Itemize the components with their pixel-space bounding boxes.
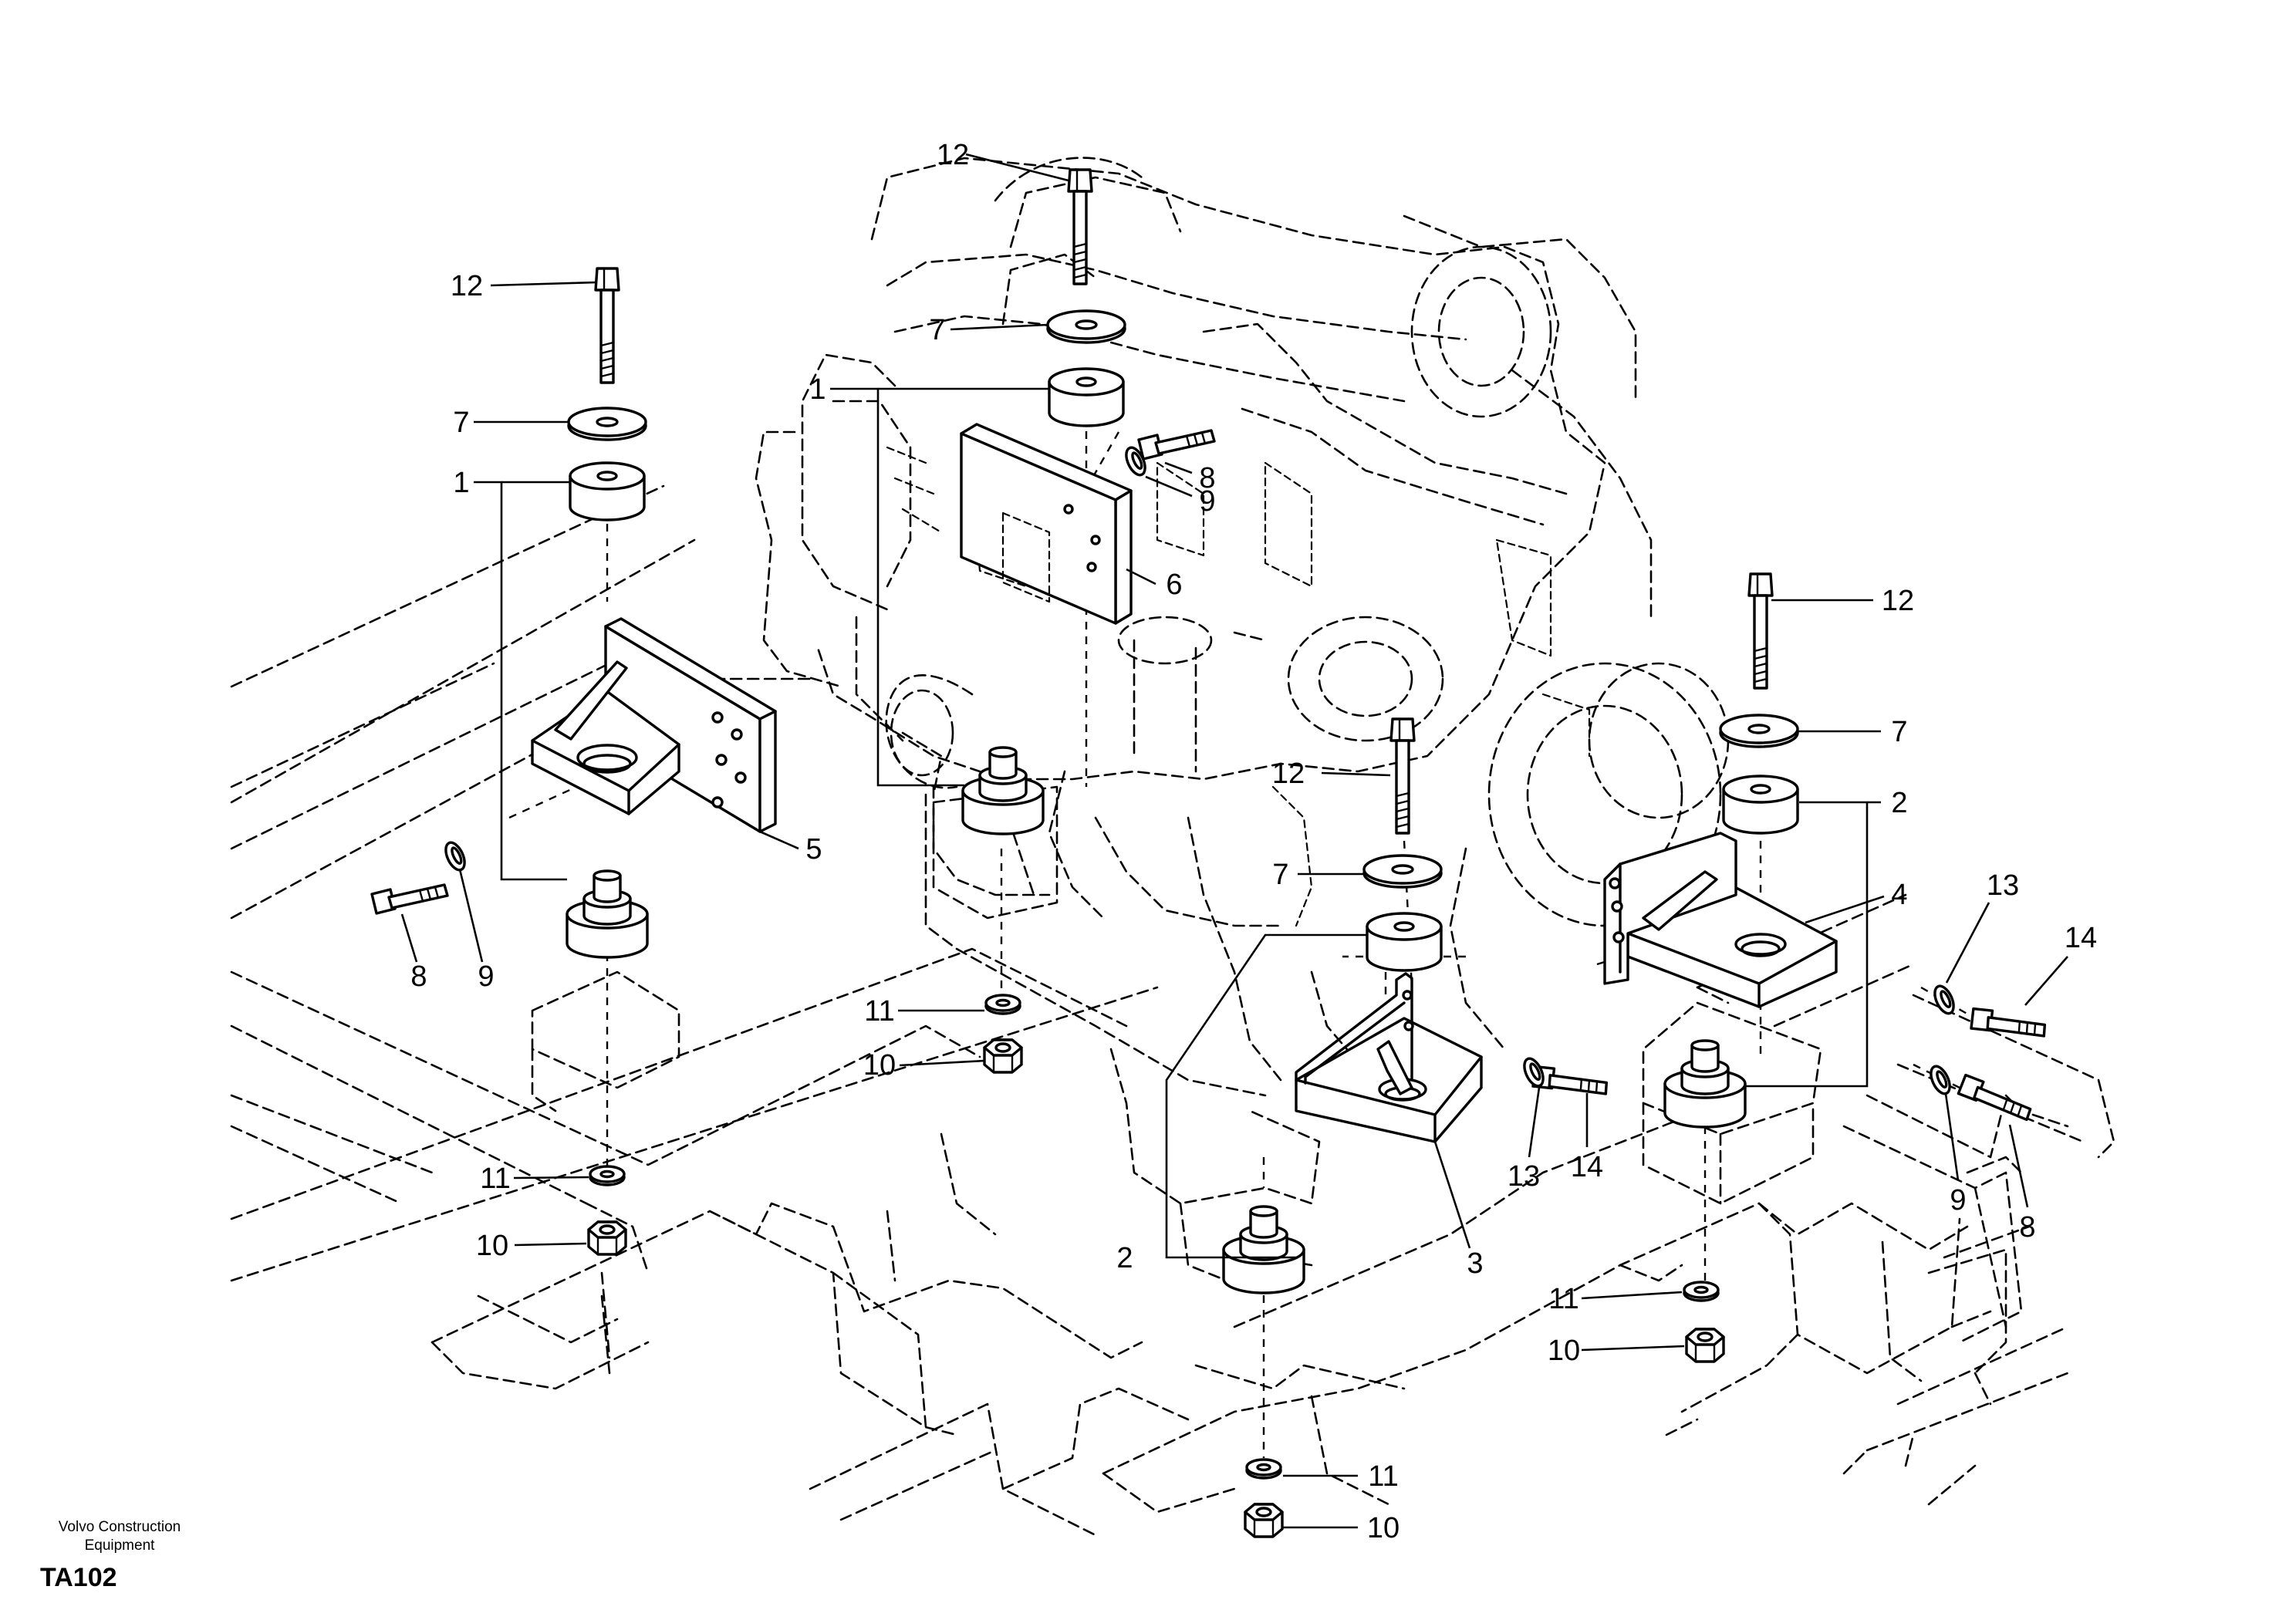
part-lockring-9-right (1926, 1061, 1955, 1099)
callout-9-left: 9 (478, 960, 494, 993)
part-washer-11-left (589, 1165, 626, 1186)
part-bushing-1-center (1366, 912, 1443, 972)
callout-10-center: 10 (863, 1049, 896, 1082)
engine-outline (755, 157, 1730, 1097)
callout-12-left: 12 (451, 270, 483, 302)
callout-12-top: 12 (937, 139, 969, 171)
brand-label: Volvo Construction Equipment (31, 1518, 208, 1555)
brand-line-1: Volvo Construction (58, 1519, 181, 1535)
part-bracket-5 (531, 617, 777, 833)
part-mount-2-left (566, 869, 649, 959)
part-bolt-12-top (1067, 168, 1093, 285)
callout-6: 6 (1166, 569, 1182, 601)
part-washer-7-center (1362, 854, 1443, 889)
leader-lines (400, 153, 2068, 1529)
part-bolt-8-top (1137, 429, 1216, 461)
callout-2-center: 2 (1116, 1242, 1133, 1274)
part-mount-2-center (1222, 1205, 1305, 1294)
callout-5: 5 (805, 833, 822, 866)
part-bushing-1-top (1048, 367, 1125, 427)
part-washer-7-right (1719, 714, 1799, 748)
part-bolt-12-center (1389, 717, 1416, 835)
part-bolt-8-left (370, 883, 449, 915)
part-mount-2-right (1663, 1039, 1747, 1129)
part-lockring-13-right (1930, 981, 1959, 1018)
callout-10-right: 10 (1548, 1335, 1580, 1367)
callout-11-right: 11 (1548, 1283, 1578, 1315)
part-plate-6 (960, 423, 1133, 625)
part-bolt-12-left (594, 267, 620, 384)
brand-line-2: Equipment (84, 1537, 155, 1554)
callout-8-right: 8 (2019, 1211, 2035, 1244)
part-lockring-9-left (441, 838, 470, 875)
part-bracket-3 (1295, 972, 1483, 1143)
callout-14-right: 14 (2065, 922, 2097, 954)
part-bolt-8-right (1953, 1066, 2034, 1136)
callout-11-center: 11 (864, 995, 894, 1028)
part-washer-11-right (1683, 1281, 1720, 1302)
callout-labels: 12 7 1 12 7 1 8 9 6 5 8 9 11 10 11 10 12… (410, 139, 2097, 1544)
part-washer-7-top (1046, 309, 1126, 344)
callout-9-top: 9 (1199, 485, 1215, 518)
part-nut-10-center (983, 1038, 1023, 1074)
callout-7-center: 7 (1272, 859, 1288, 891)
callout-3: 3 (1467, 1247, 1483, 1280)
callout-8-top: 8 (1199, 462, 1215, 494)
frame-outline (230, 484, 2115, 1537)
part-nut-10-right (1685, 1328, 1725, 1363)
part-bushing-1-right (1722, 775, 1799, 835)
callout-9-right: 9 (1950, 1184, 1966, 1217)
part-lockring-13-center (1519, 1054, 1548, 1091)
callout-11-bottom: 11 (1368, 1460, 1398, 1493)
part-washer-11-center (984, 994, 1021, 1015)
callout-2-right: 2 (1891, 787, 1907, 819)
callout-7-right: 7 (1891, 716, 1907, 748)
callout-14-center: 14 (1571, 1151, 1603, 1183)
part-nut-10-bottom (1244, 1503, 1284, 1538)
figure-code: TA102 (40, 1563, 117, 1592)
callout-11-left: 11 (480, 1163, 510, 1195)
callout-1-top: 1 (809, 373, 826, 406)
part-nut-10-left (587, 1220, 627, 1256)
callout-7-left: 7 (453, 407, 469, 439)
callout-7-top: 7 (929, 314, 945, 346)
callout-4: 4 (1891, 879, 1907, 911)
callout-8-left: 8 (410, 960, 427, 993)
callout-10-left: 10 (476, 1230, 508, 1262)
part-washer-11-bottom (1245, 1458, 1282, 1480)
callout-10-bottom: 10 (1367, 1512, 1400, 1544)
callout-12-center: 12 (1272, 758, 1305, 790)
part-bolt-14-right (1965, 998, 2049, 1055)
part-bracket-4 (1603, 832, 1838, 1008)
part-washer-7-left (567, 407, 647, 441)
part-mount-2-center-left (961, 746, 1045, 835)
callout-13-center: 13 (1508, 1160, 1540, 1193)
callout-12-right: 12 (1882, 585, 1914, 617)
part-bolt-12-right (1747, 572, 1774, 690)
callout-13-right: 13 (1987, 869, 2019, 902)
part-bushing-1-left (569, 461, 646, 521)
callout-1-left: 1 (453, 467, 469, 499)
